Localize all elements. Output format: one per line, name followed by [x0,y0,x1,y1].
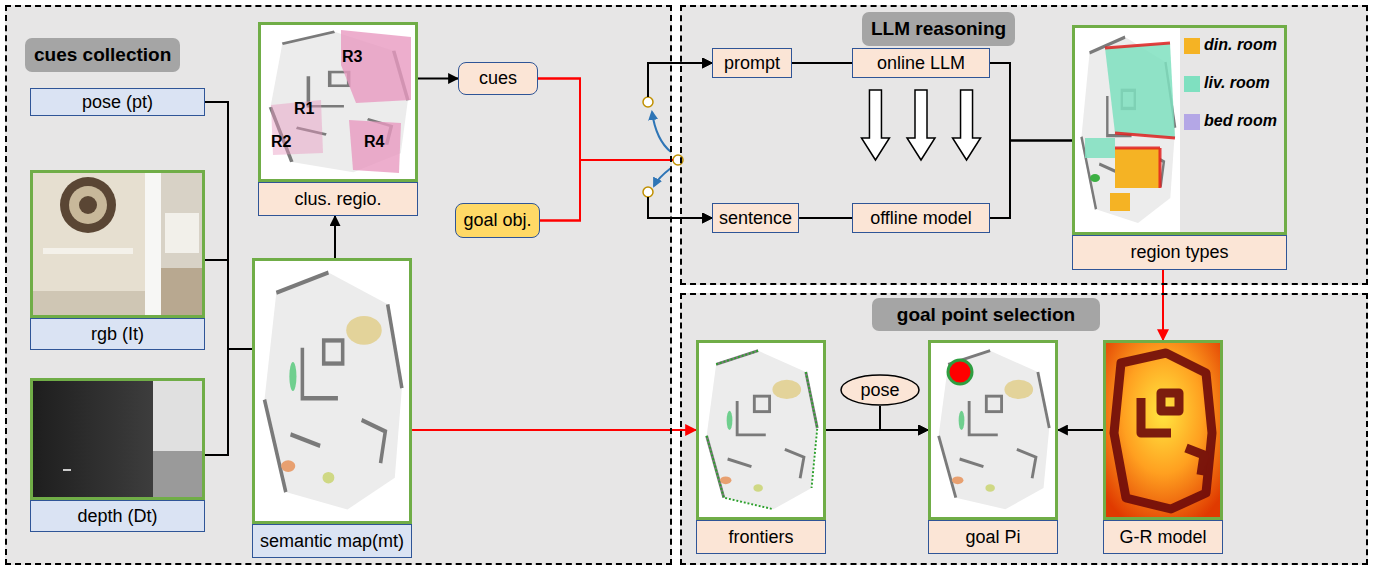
label-text: G-R model [1119,527,1206,548]
image-label: depth (Dt) [30,500,205,532]
cluster-map-image [261,25,415,179]
image-node: region types [1072,25,1287,270]
connector [418,78,458,79]
process-box: cues [458,62,538,95]
legend-text: liv. room [1204,74,1270,92]
connector [1163,270,1164,340]
switch [643,97,683,197]
image-frame [696,340,826,520]
connector [540,160,712,221]
connector [538,79,712,219]
connector [990,63,1072,141]
heading-text: LLM reasoning [871,18,1006,40]
input-box: pose (pt) [30,88,205,116]
image-node: goal Pi [928,340,1058,554]
heading-text: cues collection [34,44,171,66]
connector [792,63,852,64]
image-frame [928,340,1058,520]
label-text: depth (Dt) [77,506,157,527]
heat-map-image [1106,343,1220,517]
goal-box: goal obj. [455,203,540,238]
label-text: semantic map(mt) [260,531,404,552]
region-label: R2 [271,133,291,151]
legend-swatch [1184,114,1200,130]
label-text: goal Pi [965,527,1020,548]
image-node: G-R model [1103,340,1223,554]
image-node: semantic map(mt) [252,258,412,558]
box-text: sentence [719,208,792,229]
legend-swatch [1184,38,1200,54]
connector [205,102,252,349]
box-text: prompt [724,53,780,74]
connector [538,63,712,160]
connector [540,63,712,221]
panel-heading: cues collection [25,38,180,72]
ellipse-text: pose [860,380,899,401]
connector [799,218,852,219]
process-box: offline model [852,203,990,233]
panel-heading: LLM reasoning [862,12,1015,46]
frontier-map-image [699,343,823,517]
image-frame [252,258,412,524]
rgb-photo [33,173,202,315]
image-node: depth (Dt) [30,378,205,532]
connector [1058,430,1103,431]
label-text: clus. regio. [294,189,381,210]
goal-map-image [931,343,1055,517]
image-label: clus. regio. [258,182,418,216]
region-label: R4 [364,133,384,151]
region-label: R1 [294,100,314,118]
panel-heading: goal point selection [872,298,1100,331]
region-label: R3 [342,48,362,66]
region-map-image [1075,28,1180,232]
image-node: clus. regio. [258,22,418,216]
connector [880,406,928,430]
depth-image [33,381,202,497]
box-text: pose (pt) [82,92,153,113]
image-node: frontiers [696,340,826,554]
process-box: prompt [712,48,792,78]
legend-text: din. room [1204,36,1277,54]
label-text: region types [1130,242,1228,263]
panel: cues collection pose (pt) rgb (It) depth (D… [5,5,672,565]
ellipse-node: pose [840,374,920,406]
box-text: cues [479,68,517,89]
legend-swatch [1184,76,1200,92]
connector [990,141,1072,219]
connector [205,260,252,349]
label-text: rgb (It) [91,324,144,345]
legend-text: bed room [1204,112,1277,130]
image-frame [30,378,205,500]
image-frame [30,170,205,318]
image-label: frontiers [696,520,826,554]
image-label: goal Pi [928,520,1058,554]
connector [861,90,980,160]
process-box: online LLM [852,48,990,78]
panel-grounds [5,5,1368,565]
connector [205,349,252,455]
connector [335,216,336,258]
box-text: offline model [870,208,972,229]
image-frame [1072,25,1287,235]
image-label: rgb (It) [30,318,205,350]
label-text: frontiers [728,527,793,548]
image-node: rgb (It) [30,170,205,350]
box-text: online LLM [877,53,965,74]
connector [412,430,696,431]
image-label: semantic map(mt) [252,524,412,558]
box-text: goal obj. [463,210,531,231]
image-label: region types [1072,235,1287,270]
image-frame [1103,340,1223,520]
panel: goal point selection frontiers pose goal Pi… [680,293,1368,565]
process-box: sentence [712,203,799,233]
heading-text: goal point selection [897,304,1075,326]
semantic-map-image [255,261,409,521]
image-label: G-R model [1103,520,1223,554]
image-frame [258,22,418,182]
